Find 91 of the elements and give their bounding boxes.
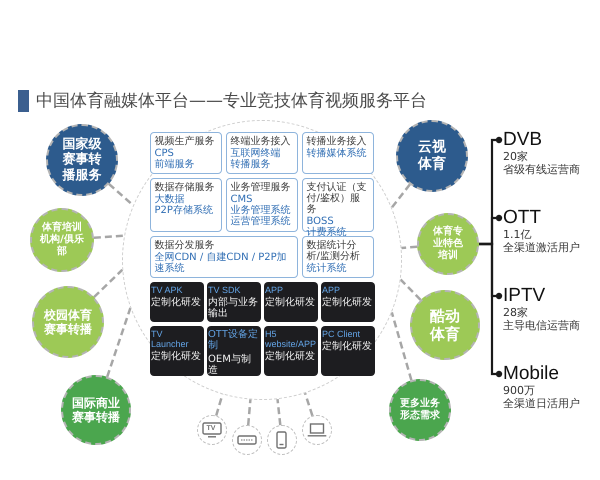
box-heading: 数据存储服务 [154, 182, 216, 192]
app-tile [264, 282, 318, 322]
box-item: CMS [230, 194, 254, 204]
box-heading: 业务管理服务 [230, 182, 292, 192]
channel-detail: 全渠道日活用户 [503, 397, 580, 410]
app-tile [264, 326, 318, 376]
dashed-connector [390, 184, 411, 208]
circle-label: 国际商业赛事转播 [71, 396, 121, 424]
channel-detail: 20家 [503, 150, 529, 163]
circle-label: 体育培训机构/俱乐部 [39, 222, 85, 258]
circle-label: 国家级赛事转播服务 [61, 136, 102, 184]
channel-name: DVB [503, 130, 544, 150]
circle-label: 更多业务形态需求 [399, 398, 441, 422]
app-tile [206, 282, 260, 322]
channel-detail: 全渠道激活用户 [503, 241, 580, 254]
box-heading: 数据分发服务 [154, 240, 216, 250]
dashed-connector [246, 399, 252, 426]
circle-label: 体育专业特色培训 [432, 226, 464, 262]
app-tile [150, 326, 204, 376]
box-heading: 终端业务接入 [230, 136, 292, 146]
tile-item: 内部与业务输出 [208, 296, 259, 319]
box-item: 统计系统 [306, 262, 348, 274]
dashed-connector [390, 312, 413, 381]
circle-label: 酷动体育 [429, 307, 461, 343]
tile-heading: H5 website/APP [265, 328, 316, 350]
box-item: 计费系统 [306, 226, 348, 238]
app-tile [320, 326, 374, 376]
page-title: 中国体育融媒体平台——专业竞技体育视频服务平台 [36, 90, 427, 113]
channel-detail: 1.1亿 [503, 228, 532, 241]
box-item: 转播服务 [230, 158, 270, 170]
tile-item: OEM与制造 [208, 354, 252, 376]
box-heading: 数据统计分析/监测分析 [306, 240, 361, 262]
dashed-connector [401, 245, 418, 250]
channel-detail: 主导电信运营商 [503, 319, 580, 332]
box-item: 转播媒体系统 [306, 148, 368, 158]
box-item: 运营管理系统 [230, 216, 292, 226]
box-item: BOSS [306, 216, 335, 226]
dashed-connector [93, 268, 124, 298]
channel-name: Mobile [503, 364, 560, 384]
box-heading: 支付认证（支付/鉴权）服务 [306, 182, 368, 214]
channel-name: OTT [503, 208, 542, 228]
tile-heading: TV SDK [208, 284, 242, 295]
channel-detail: 省级有线运营商 [503, 163, 580, 176]
tile-heading: APP [322, 284, 342, 295]
device-circle [302, 415, 332, 445]
circle-label: 校园体育赛事转播 [43, 308, 93, 336]
service-box [302, 132, 374, 174]
tile-item: 定制化研发 [265, 296, 316, 308]
tile-item: 定制化研发 [322, 296, 373, 308]
dashed-connector [108, 182, 134, 206]
service-box [226, 132, 298, 174]
channel-detail: 900万 [503, 384, 536, 397]
box-item: 大数据 [154, 194, 184, 204]
app-tile [150, 282, 204, 322]
device-circle [232, 425, 262, 455]
tile-item: 定制化研发 [151, 351, 202, 362]
box-item: 前端服务 [154, 158, 196, 170]
dashed-connector [106, 308, 132, 378]
circle-label: 云视体育 [417, 139, 447, 173]
service-box [150, 236, 298, 278]
tile-heading: OTT设备定制 [208, 328, 259, 352]
service-box [150, 132, 222, 174]
service-box [302, 236, 374, 278]
box-item: 互联网终端 [230, 148, 282, 158]
dashed-connector [400, 278, 422, 301]
tile-item: 定制化研发 [265, 351, 316, 362]
tile-heading: APP [265, 284, 284, 295]
tile-item: 定制化研发 [322, 340, 373, 352]
channel-name: IPTV [503, 286, 546, 306]
dashed-connector [304, 392, 314, 416]
box-heading: 转播业务接入 [306, 136, 368, 146]
box-item: P2P存储系统 [154, 204, 214, 216]
service-box [150, 178, 222, 232]
app-tile [320, 282, 374, 322]
box-item: 全网CDN / 自建CDN / P2P加速系统 [154, 252, 288, 274]
channel-detail: 28家 [503, 306, 529, 319]
platform-circle [122, 120, 402, 400]
dashed-connector [276, 398, 282, 426]
tile-heading: TV APK [151, 284, 184, 295]
dashed-connector [94, 234, 124, 240]
branch-line [479, 242, 502, 378]
app-tile [206, 326, 260, 376]
box-heading: 视频生产服务 [154, 136, 216, 146]
tile-heading: TV Launcher [151, 328, 190, 350]
box-item: CPS [154, 148, 175, 158]
box-item: 业务管理系统 [230, 204, 292, 216]
device-circle [197, 415, 227, 445]
service-box [226, 178, 298, 232]
tile-item: 定制化研发 [151, 296, 202, 308]
device-circle [267, 425, 297, 455]
tile-heading: PC Client [322, 328, 362, 339]
